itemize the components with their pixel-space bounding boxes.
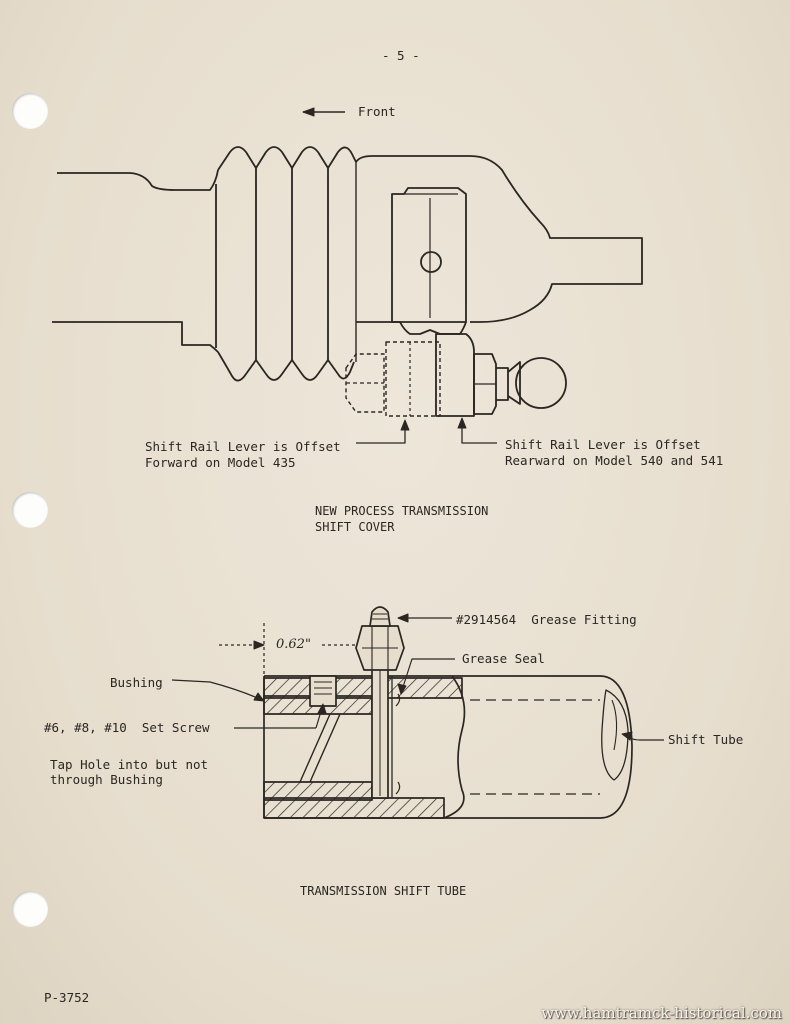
callout-right-line2: Rearward on Model 540 and 541 — [505, 453, 724, 468]
figure1-caption-line2: SHIFT COVER — [315, 520, 395, 534]
watermark: www.hamtramck-historical.com — [541, 1004, 782, 1022]
tap-hole-note-line2: through Bushing — [50, 772, 163, 787]
set-screw-label: #6, #8, #10 Set Screw — [44, 720, 210, 735]
figure2-caption: TRANSMISSION SHIFT TUBE — [300, 884, 467, 898]
callout-left-line1: Shift Rail Lever is Offset — [145, 439, 341, 454]
dimension-label: 0.62" — [276, 637, 311, 652]
grease-fitting-label: #2914564 Grease Fitting — [456, 612, 637, 627]
grease-seal-label: Grease Seal — [462, 651, 545, 666]
bushing-label: Bushing — [110, 675, 163, 690]
binder-hole-top — [12, 93, 48, 129]
binder-hole-bottom — [12, 891, 48, 927]
document-code: P-3752 — [44, 990, 90, 1005]
callout-right-line1: Shift Rail Lever is Offset — [505, 437, 701, 452]
page-number: - 5 - — [382, 48, 420, 63]
callout-left-line2: Forward on Model 435 — [145, 455, 296, 470]
shift-tube-label: Shift Tube — [668, 732, 744, 747]
front-label: Front — [358, 104, 396, 119]
figure1-caption-line1: NEW PROCESS TRANSMISSION — [315, 504, 489, 518]
tap-hole-note-line1: Tap Hole into but not — [50, 757, 209, 772]
binder-hole-middle — [12, 492, 48, 528]
